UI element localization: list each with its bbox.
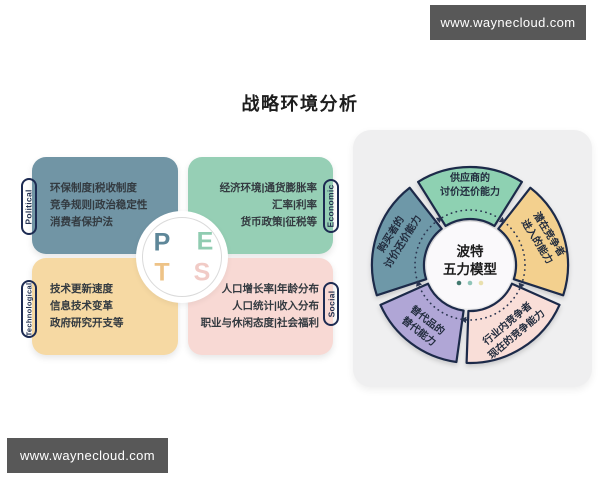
porter-panel: 波特 五力模型 供应商的 讨价还价能力 购买者的 讨价还价能力 潜在竞争者 进入… (353, 130, 592, 387)
page-title: 战略环境分析 (241, 94, 359, 114)
porter-title-line1: 波特 (457, 243, 484, 259)
cycle-arrow-icon (416, 280, 423, 287)
pest-pill-technological: Technological (21, 280, 37, 338)
cycle-arrow-icon (435, 217, 443, 224)
pest-economic-line: 货币政策|征税等 (240, 216, 317, 228)
cycle-arrow-icon (518, 282, 525, 289)
pest-pill-social: Social (323, 282, 339, 326)
pest-technological-line: 技术更新速度 (50, 283, 113, 295)
porter-segment-buyers (370, 186, 443, 297)
pest-economic-line: 经济环境|通货膨胀率 (219, 182, 317, 194)
pest-political-line: 消费者保护法 (50, 216, 113, 228)
pest-pill-economic-label: Economic (326, 184, 336, 228)
pest-pill-social-label: Social (326, 290, 336, 318)
pest-economic-line: 汇率|利率 (272, 199, 317, 211)
pest-social-line: 人口增长率|年龄分布 (221, 283, 319, 295)
pest-letter-p: P (153, 228, 171, 257)
porter-segment-substitutes (379, 282, 465, 364)
pest-technological-line: 信息技术变革 (50, 300, 113, 312)
porter-segment-entrants (497, 186, 570, 297)
porter-segment-suppliers (417, 165, 523, 228)
porter-center-circle (426, 221, 514, 309)
watermark-top: www.waynecloud.com (430, 5, 586, 40)
progress-dot (467, 280, 473, 286)
pest-letter-e: E (196, 227, 214, 256)
cycle-arrow-icon (460, 316, 467, 324)
watermark-bottom: www.waynecloud.com (7, 438, 168, 473)
pest-letter-t: T (154, 258, 170, 287)
pest-social-line: 职业与休闲态度|社会福利 (200, 317, 319, 329)
label-line: 供应商的 (449, 171, 490, 184)
pest-social-line: 人口统计|收入分布 (232, 300, 319, 312)
progress-dot (456, 280, 462, 286)
pest-box-political: 环保制度|税收制度 竞争规则|政治稳定性 消费者保护法 (32, 157, 178, 254)
label-line: 讨价还价能力 (440, 185, 500, 198)
porter-dashed-cycle (414, 209, 526, 321)
progress-dot (478, 280, 484, 286)
porter-title-line2: 五力模型 (443, 261, 497, 277)
pest-pill-political: Political (21, 178, 37, 235)
pest-political-line: 竞争规则|政治稳定性 (50, 199, 148, 211)
porter-label-suppliers: 供应商的 讨价还价能力 (440, 171, 500, 198)
pest-technological-line: 政府研究开支等 (50, 317, 124, 329)
pest-center-circle: P E T S (136, 211, 228, 303)
pest-pill-political-label: Political (24, 188, 35, 225)
cycle-arrow-icon (498, 216, 506, 223)
porter-five-forces-diagram: 波特 五力模型 供应商的 讨价还价能力 购买者的 讨价还价能力 潜在竞争者 进入… (370, 165, 570, 365)
porter-segment-rivalry (465, 282, 561, 365)
pest-pill-technological-label: Technological (24, 282, 34, 336)
pest-pill-economic: Economic (323, 179, 339, 233)
pest-political-line: 环保制度|税收制度 (50, 182, 137, 194)
pest-letter-s: S (193, 258, 211, 287)
